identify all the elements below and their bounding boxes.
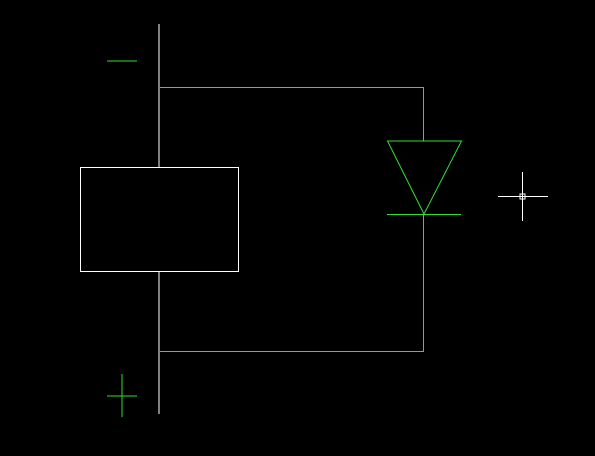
crosshair-cursor-icon [498, 172, 548, 221]
coil-rectangle[interactable] [80, 167, 239, 272]
wire-bottom[interactable] [160, 214, 424, 352]
wire-top[interactable] [160, 87, 424, 142]
diode-triangle [386, 140, 463, 216]
plus-sign[interactable] [107, 374, 137, 417]
diode-symbol[interactable] [386, 140, 463, 216]
